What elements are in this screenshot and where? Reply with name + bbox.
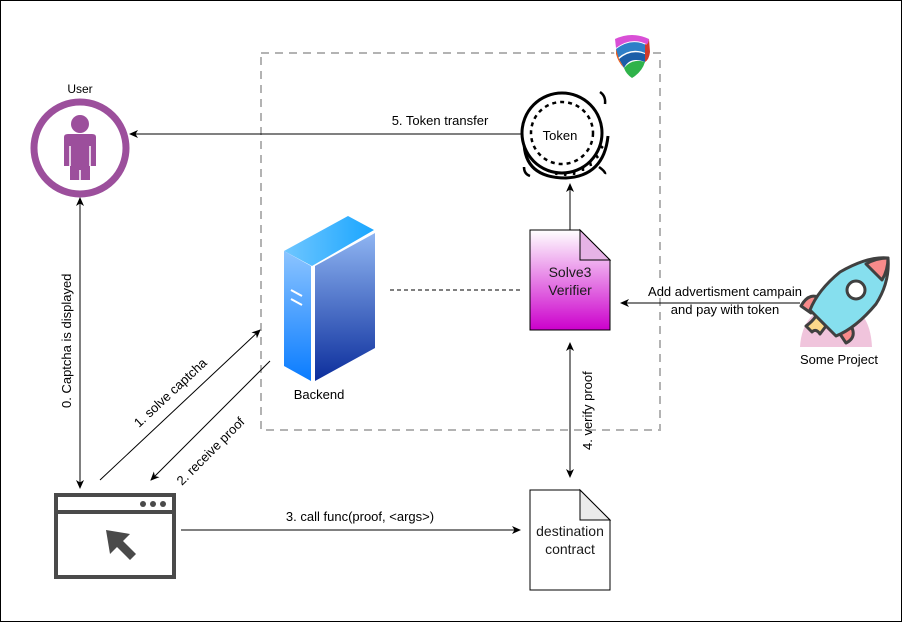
user-label: User xyxy=(67,82,92,96)
project-label: Some Project xyxy=(800,352,878,367)
edge-label-bg2 xyxy=(666,304,784,317)
coin-icon[interactable] xyxy=(520,90,610,180)
backend-label: Backend xyxy=(294,387,345,402)
edge-label-captcha-displayed: 0. Captcha is displayed xyxy=(59,274,74,408)
verifier-document[interactable] xyxy=(529,228,612,331)
rocket-icon[interactable] xyxy=(799,256,890,347)
edge-label-token-transfer: 5. Token transfer xyxy=(392,113,489,128)
edge-receive-proof xyxy=(150,360,271,481)
edge-label-verify-proof: 4. verify proof xyxy=(580,371,595,450)
contract-label-line2: contract xyxy=(545,541,595,557)
verifier-label-line1: Solve3 xyxy=(549,264,592,280)
edge-label-call-func: 3. call func(proof, <args>) xyxy=(286,509,434,524)
edge-label-bg xyxy=(642,284,808,298)
system-boundary xyxy=(260,52,661,431)
browser-window-icon[interactable] xyxy=(54,493,176,579)
user-icon[interactable] xyxy=(30,98,130,198)
token-label: Token xyxy=(543,128,578,143)
edge-label-ad-line1: Add advertisment campain xyxy=(648,284,802,299)
contract-document[interactable] xyxy=(529,488,612,591)
edge-label-ad-line2: and pay with token xyxy=(671,302,779,317)
cursor-icon xyxy=(106,530,136,560)
verifier-label-line2: Verifier xyxy=(548,282,592,298)
solve3-shield-logo-icon xyxy=(614,34,650,78)
server-icon[interactable] xyxy=(284,216,375,381)
contract-label-line1: destination xyxy=(536,523,604,539)
edge-solve-captcha xyxy=(99,329,261,481)
